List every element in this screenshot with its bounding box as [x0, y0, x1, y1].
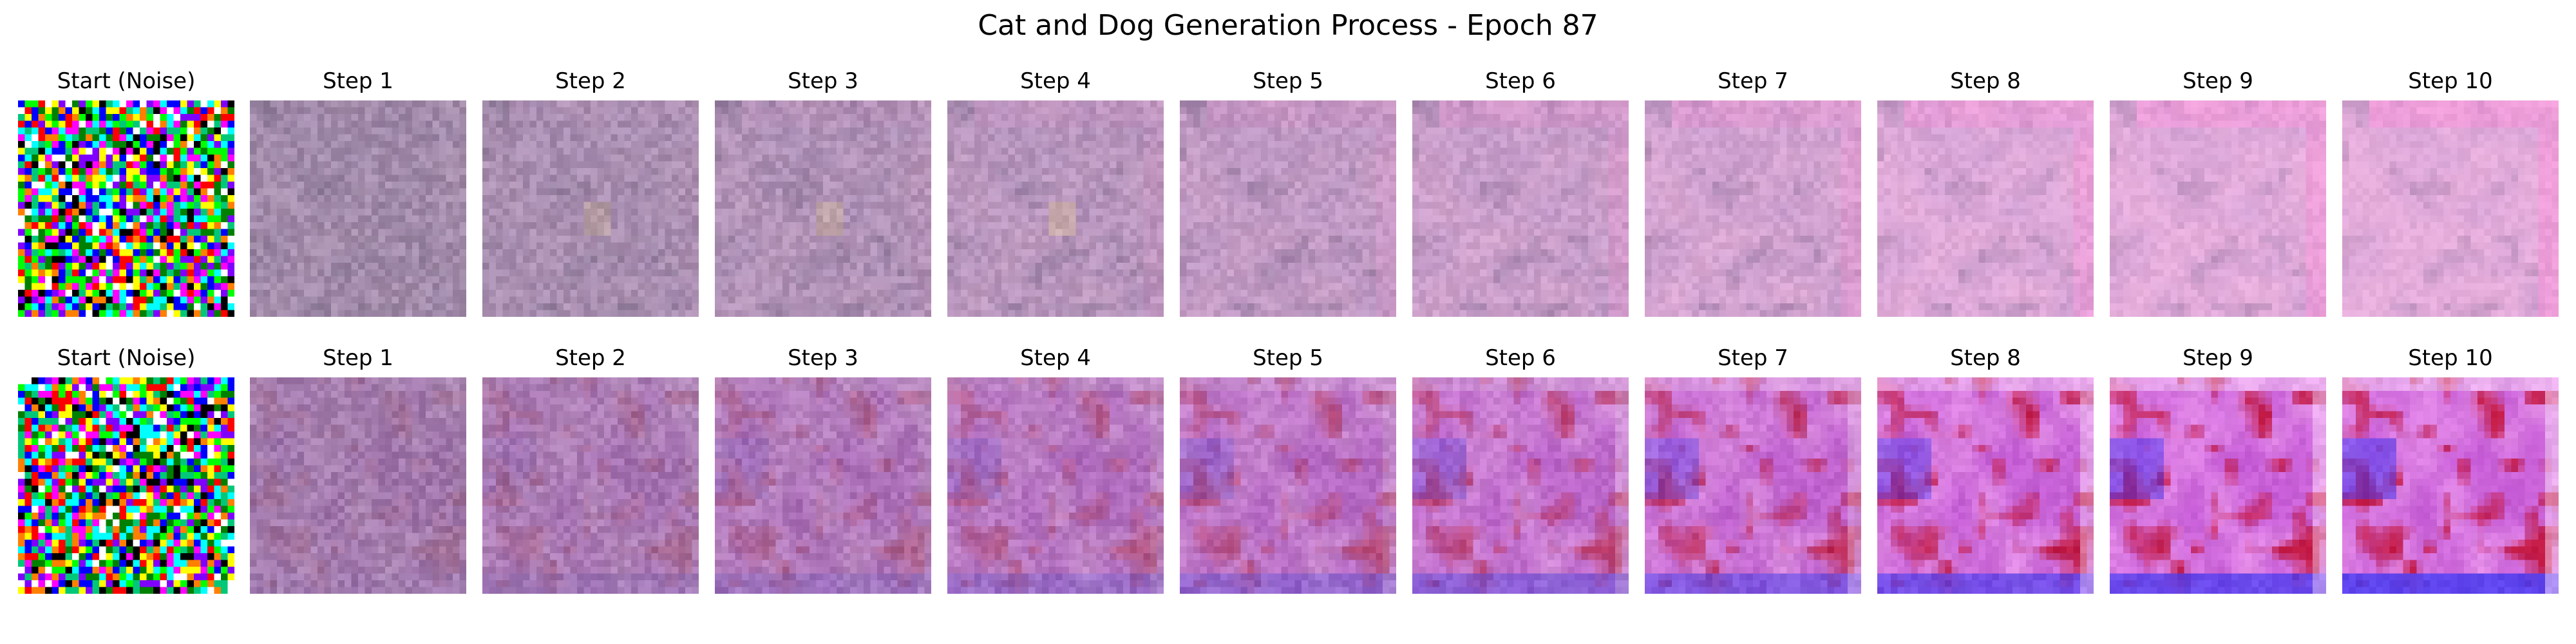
generated-image	[482, 377, 699, 594]
generated-image	[250, 377, 466, 594]
panel-step-6: Step 6	[1412, 341, 1629, 599]
panel-title: Step 8	[1950, 68, 2021, 94]
panel-step-2: Step 2	[482, 341, 699, 599]
generated-image	[2342, 100, 2559, 317]
panel-title: Step 8	[1950, 345, 2021, 371]
panel-step-3: Step 3	[715, 341, 931, 599]
panel-step-3: Step 3	[715, 64, 931, 322]
generated-image	[1412, 377, 1629, 594]
panel-title: Step 5	[1253, 68, 1323, 94]
panel-step-8: Step 8	[1877, 341, 2094, 599]
panel-title: Step 3	[788, 68, 858, 94]
generated-image	[1180, 377, 1396, 594]
panel-step-1: Step 1	[250, 64, 466, 322]
panel-step-5: Step 5	[1180, 341, 1396, 599]
generated-image	[1645, 100, 1861, 317]
panel-title: Step 3	[788, 345, 858, 371]
panel-step-4: Step 4	[947, 341, 1164, 599]
panel-title: Step 10	[2408, 68, 2493, 94]
panel-title: Step 1	[323, 68, 393, 94]
panel-step-9: Step 9	[2110, 341, 2326, 599]
panel-row-cat: Start (Noise) Step 1 Step 2 Step 3 Step …	[0, 64, 2576, 322]
panel-step-2: Step 2	[482, 64, 699, 322]
generated-image	[1180, 100, 1396, 317]
panel-title: Step 2	[555, 68, 626, 94]
generated-image	[2110, 377, 2326, 594]
generated-image	[715, 100, 931, 317]
panel-step-7: Step 7	[1645, 64, 1861, 322]
generated-image	[715, 377, 931, 594]
generated-image	[947, 377, 1164, 594]
panel-step-8: Step 8	[1877, 64, 2094, 322]
panel-title: Step 2	[555, 345, 626, 371]
generated-image	[2110, 100, 2326, 317]
panel-step-5: Step 5	[1180, 64, 1396, 322]
panel-step-1: Step 1	[250, 341, 466, 599]
panel-title: Start (Noise)	[57, 345, 196, 371]
panel-title: Start (Noise)	[57, 68, 196, 94]
panel-title: Step 9	[2183, 68, 2253, 94]
generated-image	[947, 100, 1164, 317]
panel-title: Step 6	[1485, 68, 1556, 94]
panel-title: Step 7	[1718, 68, 1788, 94]
panel-row-dog: Start (Noise) Step 1 Step 2 Step 3 Step …	[0, 341, 2576, 599]
panel-title: Step 9	[2183, 345, 2253, 371]
panel-start-noise: Start (Noise)	[18, 64, 234, 322]
generated-image	[2342, 377, 2559, 594]
panel-title: Step 10	[2408, 345, 2493, 371]
panel-step-9: Step 9	[2110, 64, 2326, 322]
generated-image	[1645, 377, 1861, 594]
generated-image	[250, 100, 466, 317]
generated-image	[482, 100, 699, 317]
panel-title: Step 7	[1718, 345, 1788, 371]
panel-step-6: Step 6	[1412, 64, 1629, 322]
generated-image	[18, 100, 234, 317]
panel-title: Step 6	[1485, 345, 1556, 371]
figure-title: Cat and Dog Generation Process - Epoch 8…	[978, 9, 1598, 42]
generated-image	[18, 377, 234, 594]
panel-title: Step 1	[323, 345, 393, 371]
panel-step-10: Step 10	[2342, 341, 2559, 599]
generated-image	[1412, 100, 1629, 317]
panel-start-noise: Start (Noise)	[18, 341, 234, 599]
panel-step-4: Step 4	[947, 64, 1164, 322]
panel-step-10: Step 10	[2342, 64, 2559, 322]
panel-title: Step 5	[1253, 345, 1323, 371]
generated-image	[1877, 377, 2094, 594]
generated-image	[1877, 100, 2094, 317]
panel-title: Step 4	[1020, 345, 1091, 371]
panel-title: Step 4	[1020, 68, 1091, 94]
panel-step-7: Step 7	[1645, 341, 1861, 599]
